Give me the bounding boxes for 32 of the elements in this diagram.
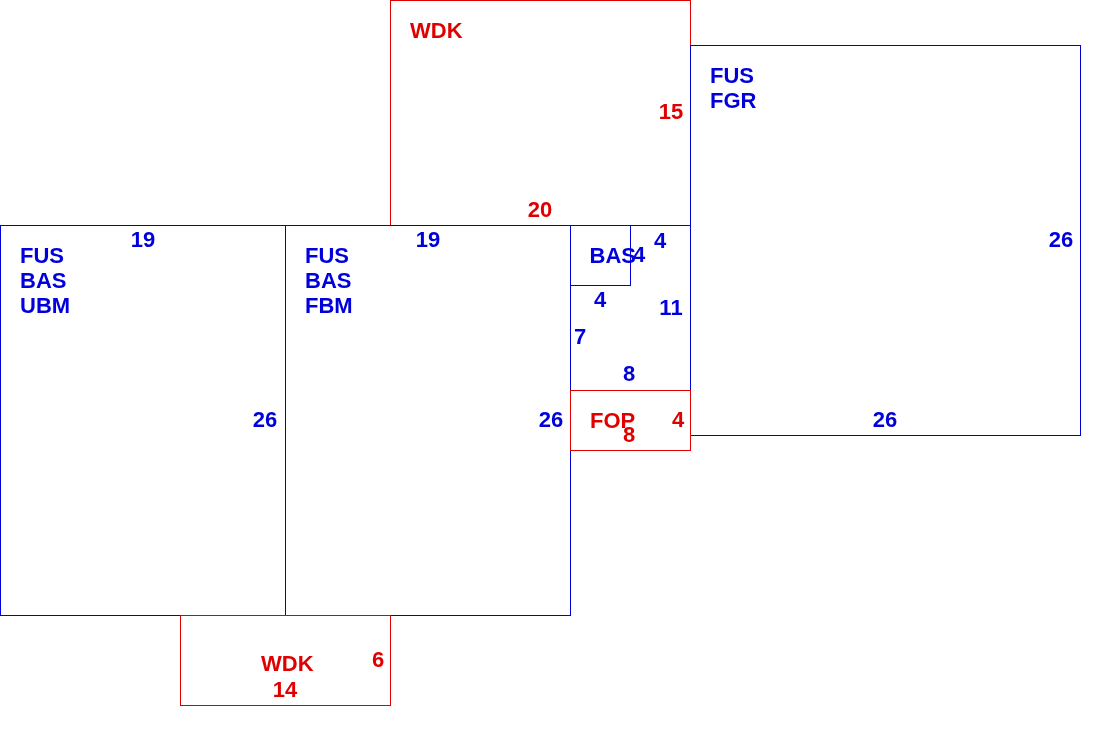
room-box — [285, 225, 571, 616]
dimension-label: 4 — [671, 409, 685, 431]
dimension-label: 6 — [371, 649, 385, 671]
dimension-label: 4 — [653, 230, 667, 252]
room-code: FUS — [305, 243, 350, 268]
room-box — [570, 390, 691, 451]
dimension-label: 26 — [1048, 229, 1074, 251]
dimension-label: 19 — [415, 229, 441, 251]
room-code: FGR — [710, 88, 757, 113]
dimension-label: 19 — [130, 229, 156, 251]
dimension-label: 26 — [538, 409, 564, 431]
dimension-label: 14 — [272, 679, 298, 701]
room-box — [390, 0, 691, 226]
dimension-label: 26 — [872, 409, 898, 431]
dimension-label: 4 — [593, 289, 607, 311]
room-code: FUS — [20, 243, 65, 268]
room-code: UBM — [20, 293, 71, 318]
room-code: FUS — [710, 63, 755, 88]
room-box — [180, 615, 391, 706]
dimension-label: 15 — [658, 101, 684, 123]
room-code: FBM — [305, 293, 353, 318]
room-box — [690, 45, 1081, 436]
dimension-label: 20 — [527, 199, 553, 221]
room-code: BAS — [20, 268, 68, 293]
room-code: WDK — [410, 18, 463, 43]
dimension-label: 8 — [622, 363, 636, 385]
dimension-label: 26 — [252, 409, 278, 431]
dimension-label: 7 — [573, 326, 587, 348]
dimension-label: 11 — [659, 297, 683, 319]
room-box — [0, 225, 286, 616]
room-code: BAS — [305, 268, 353, 293]
room-code: WDK — [261, 651, 314, 676]
